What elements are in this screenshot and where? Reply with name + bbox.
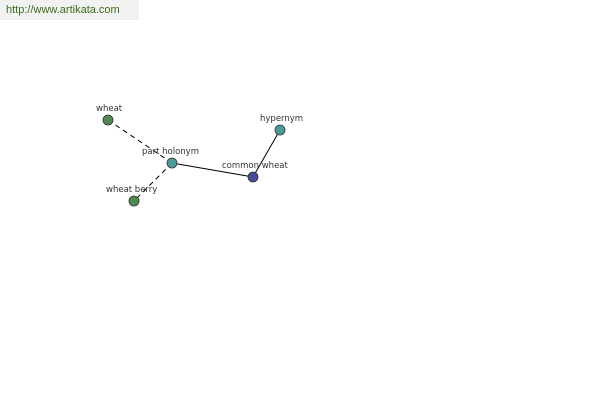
edges-layer [107,119,281,202]
edge-common-wheat-to-hypernym [252,129,281,178]
node-label-common-wheat: common wheat [222,161,289,171]
node-hypernym[interactable] [274,124,286,136]
node-wheat[interactable] [102,114,114,126]
node-wheat-berry[interactable] [128,195,140,207]
url-bar: http://www.artikata.com [0,0,139,20]
node-label-wheat-berry: wheat berry [106,185,157,195]
edge-part-holonym-to-common-wheat [171,162,254,178]
node-part-holonym[interactable] [166,157,178,169]
node-label-wheat: wheat [96,104,123,114]
node-label-part-holonym: part holonym [142,147,199,157]
node-label-hypernym: hypernym [260,114,303,124]
edge-wheat-to-part-holonym [107,119,173,164]
labels-layer: wheat part holonym wheat berry common wheat… [96,104,303,195]
site-url-link[interactable]: http://www.artikata.com [6,4,120,16]
node-common-wheat[interactable] [247,171,259,183]
nodes-layer [102,114,286,207]
edge-part-holonym-to-wheat-berry [133,162,173,202]
